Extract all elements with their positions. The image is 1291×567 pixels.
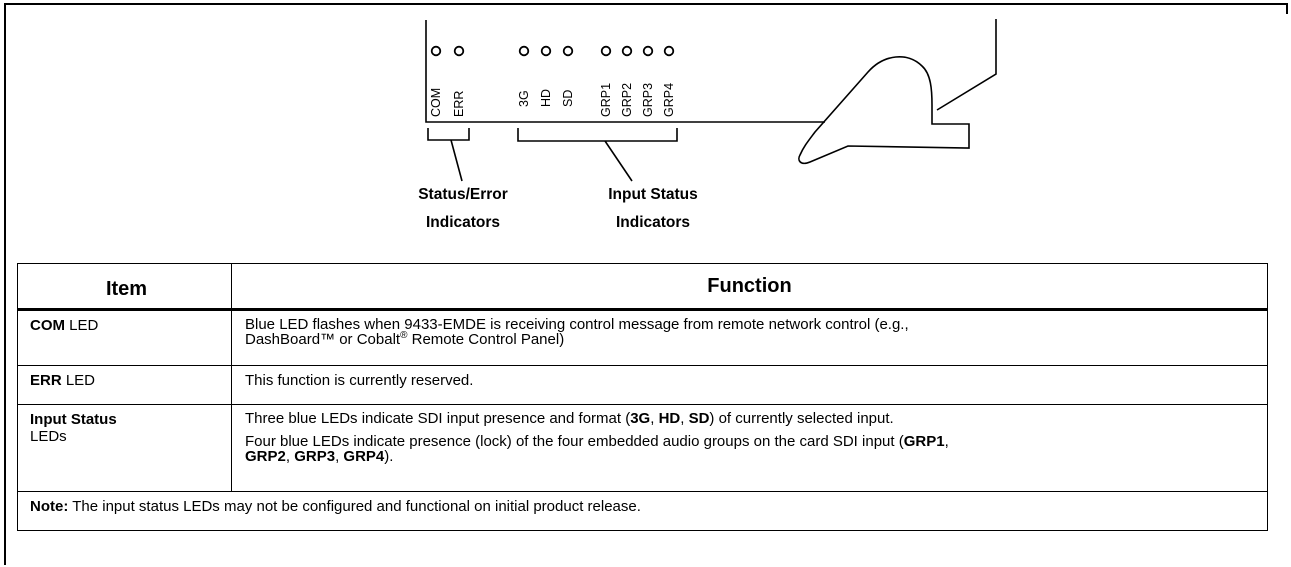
item-name-bold: ERR [30, 372, 62, 389]
function-bold: GRP3 [294, 448, 336, 465]
led-sd [562, 45, 574, 57]
label-grp1: GRP1 [599, 83, 613, 117]
led-grp2 [621, 45, 633, 57]
function-cell: This function is currently reserved. [231, 365, 1268, 405]
function-bold: SD [688, 410, 710, 427]
led-grp1 [600, 45, 612, 57]
page-frame [4, 3, 1288, 565]
item-cell: ERR LED [17, 365, 232, 405]
function-text-part: Three blue LEDs indicate SDI input prese… [245, 410, 631, 427]
function-text-part: DashBoard™ or Cobalt [245, 331, 401, 348]
label-com: COM [429, 88, 443, 117]
table-note-row: Note: The input status LEDs may not be c… [17, 491, 1268, 531]
status-callout-line1: Status/Error [418, 186, 508, 203]
item-name-rest: LED [61, 372, 96, 389]
led-hd [540, 45, 552, 57]
table-row: COM LED Blue LED flashes when 9433-EMDE … [17, 309, 1268, 366]
item-name-rest: LEDs [30, 428, 67, 445]
led-3g [518, 45, 530, 57]
label-grp2: GRP2 [620, 83, 634, 117]
led-grp3 [642, 45, 654, 57]
table-row: ERR LED This function is currently reser… [17, 365, 1268, 405]
input-callout-line2: Indicators [616, 214, 690, 231]
led-function-table: Item Function COM LED Blue LED flashes w… [17, 263, 1268, 531]
status-bracket [427, 128, 470, 182]
function-bold: HD [658, 410, 681, 427]
table-header-row: Item Function [17, 263, 1268, 311]
led-com [430, 45, 442, 57]
label-sd: SD [561, 90, 575, 107]
card-rear-edge [936, 19, 997, 111]
function-text-part: , [285, 448, 295, 465]
status-callout-line2: Indicators [426, 214, 500, 231]
card-outline [425, 20, 825, 123]
function-text-part: , [335, 448, 344, 465]
group-leds [600, 45, 675, 57]
function-text-part: Four blue LEDs indicate presence (lock) … [245, 433, 904, 450]
label-err: ERR [452, 91, 466, 117]
note-text: The input status LEDs may not be configu… [68, 498, 641, 515]
led-grp4 [663, 45, 675, 57]
function-text-part: ) of currently selected input. [709, 410, 894, 427]
format-leds [518, 45, 574, 57]
function-text-part: ). [384, 448, 394, 465]
input-bracket [517, 128, 678, 182]
note-label: Note: [30, 498, 69, 515]
function-bold: GRP1 [903, 433, 945, 450]
function-bold: GRP4 [343, 448, 385, 465]
header-function: Function [231, 263, 1268, 311]
card-led-diagram: COM ERR 3G HD SD GRP1 GRP2 GRP3 GRP4 Sta… [418, 19, 997, 231]
function-cell: Blue LED flashes when 9433-EMDE is recei… [231, 309, 1268, 366]
note-cell: Note: The input status LEDs may not be c… [17, 491, 1268, 531]
card-handle [798, 56, 970, 165]
status-leds [430, 45, 465, 57]
header-item: Item [17, 263, 232, 311]
function-text-part: Remote Control Panel) [407, 331, 565, 348]
item-cell: COM LED [17, 309, 232, 366]
label-grp4: GRP4 [662, 83, 676, 117]
function-bold: 3G [630, 410, 651, 427]
frame-right-edge [1286, 3, 1288, 14]
item-name-bold: COM [30, 317, 65, 334]
function-text-part: , [650, 410, 659, 427]
input-callout-line1: Input Status [608, 186, 698, 203]
function-text-part: Blue LED flashes when 9433-EMDE is recei… [245, 316, 909, 333]
item-name-bold: Input Status [30, 411, 117, 428]
function-bold: GRP2 [245, 448, 286, 465]
function-text-part: , [680, 410, 689, 427]
function-text: Three blue LEDs indicate SDI input prese… [245, 411, 1257, 426]
label-grp3: GRP3 [641, 83, 655, 117]
label-hd: HD [539, 89, 553, 107]
label-3g: 3G [517, 90, 531, 107]
function-text: Blue LED flashes when 9433-EMDE is recei… [245, 317, 1257, 347]
function-cell: Three blue LEDs indicate SDI input prese… [231, 404, 1268, 492]
function-text: Four blue LEDs indicate presence (lock) … [245, 433, 949, 465]
item-name-rest: LED [65, 317, 99, 334]
registered-mark: ® [400, 330, 408, 341]
led-err [453, 45, 465, 57]
